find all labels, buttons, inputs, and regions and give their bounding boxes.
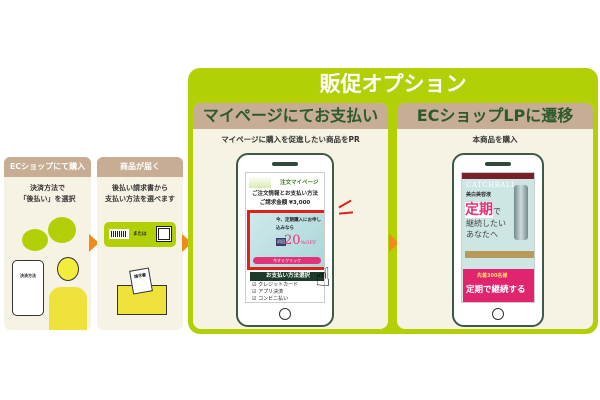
lp-cta-bar[interactable] — [465, 251, 534, 258]
or-label: または — [133, 232, 147, 237]
skirt-bubble-icon — [48, 217, 76, 243]
mypage-screen: 注文マイページ ご注文情報とお支払い方法 ご請求金額 ¥3,000 今、定期購入… — [245, 172, 325, 303]
pr-banner[interactable]: 今、定期購入にお申し込みなら 初回 20%OFF 今すぐクリック — [247, 210, 324, 270]
home-button-icon — [279, 308, 291, 320]
hand-pointer-icon: ☝ — [315, 263, 331, 293]
bag-bubble-icon — [22, 229, 48, 251]
payment-method-option[interactable]: ☑ アプリ決済 — [252, 289, 284, 295]
invoice-label: 請求書 — [133, 272, 147, 280]
qr-code-icon — [156, 226, 172, 242]
mypage-header: マイページにてお支払い — [193, 103, 388, 129]
lp-product-type: 美白美容液 — [466, 192, 492, 198]
mypage-desc: マイページに購入を促進したい商品をPR — [221, 135, 360, 144]
payment-bubble: または — [104, 222, 176, 247]
desc-line: 支払い方法を選べます — [105, 195, 175, 203]
lp-banner-top: 先着300名様 — [477, 273, 508, 279]
amount-value: ¥3,000 — [289, 200, 311, 206]
lp-headline-main: 定期 — [465, 202, 493, 218]
lp-panel: ECショップLPに遷移 本商品を購入 CATCHBALL 美白美容液 定期で 継… — [397, 103, 593, 329]
arrow-right-icon — [389, 234, 399, 252]
mypage-phone: 注文マイページ ご注文情報とお支払い方法 ご請求金額 ¥3,000 今、定期購入… — [236, 153, 334, 327]
method-label: クレジットカード — [258, 282, 299, 288]
lp-banner-main: 定期で継続する — [466, 285, 526, 295]
phone-label: 決済方法 — [20, 273, 36, 278]
home-button-icon — [492, 308, 504, 320]
invoice-illustration: 請求書 — [129, 267, 153, 295]
product-bottle-image — [514, 185, 528, 240]
lp-header: ECショップLPに遷移 — [397, 103, 593, 129]
lp-desc: 本商品を購入 — [472, 135, 518, 144]
lp-headline-line2: 継続したい — [466, 219, 506, 228]
barcode-icon — [109, 229, 129, 239]
step-delivery-desc: 後払い請求書から支払い方法を選べます — [97, 183, 183, 205]
lp-headline-suffix: で — [493, 207, 501, 216]
lp-headline-line3: あなたへ — [466, 230, 498, 239]
ad-text: 今、定期購入にお申し込みなら — [276, 218, 321, 231]
payment-method-option[interactable]: ☑ クレジットカード — [252, 282, 299, 288]
mypage-panel: マイページにてお支払い マイページに購入を促進したい商品をPR 注文マイページ … — [193, 103, 388, 329]
desc-line: 後払い請求書から — [112, 184, 168, 192]
lp-headline: 定期で — [465, 199, 501, 219]
desc-line: 「後払い」を選択 — [19, 195, 76, 203]
amount-row: ご請求金額 ¥3,000 — [246, 199, 324, 207]
step-delivery-panel: 商品が届く 後払い請求書から支払い方法を選べます または 請求書 — [97, 157, 183, 330]
step-delivery-header: 商品が届く — [97, 157, 183, 177]
desc-line: 決済方法で — [30, 184, 65, 192]
screen-title: 注文マイページ — [280, 180, 319, 186]
method-label: コンビニ払い — [258, 296, 289, 302]
ad-cta-button[interactable]: 今すぐクリック — [253, 257, 321, 264]
amount-label: ご請求金額 — [259, 200, 288, 206]
promotion-option-title: 販促オプション — [319, 72, 467, 96]
payment-method-option[interactable]: ☑ コンビニ払い — [252, 296, 289, 302]
lp-top-bar — [462, 173, 534, 179]
speaker-icon — [485, 162, 511, 166]
step-purchase-header: ECショップにて購入 — [4, 157, 91, 177]
lp-phone: CATCHBALL 美白美容液 定期で 継続したい あなたへ 先着300名様 定… — [452, 153, 544, 327]
lp-screen: CATCHBALL 美白美容液 定期で 継続したい あなたへ 先着300名様 定… — [461, 172, 535, 303]
ad-percent-value: 20 — [284, 233, 301, 248]
step-purchase-desc: 決済方法で「後払い」を選択 — [4, 183, 91, 205]
emphasis-lines-icon — [338, 211, 354, 215]
ad-percent: 20%OFF — [284, 233, 316, 248]
order-info-label: ご注文情報とお支払い方法 — [251, 191, 318, 197]
logo — [249, 176, 271, 188]
arrow-right-icon — [89, 234, 99, 252]
arrow-right-icon — [182, 234, 192, 252]
woman-illustration — [49, 257, 87, 330]
payment-method-header: お支払い方法選択 — [250, 272, 324, 281]
step-purchase-panel: ECショップにて購入 決済方法で「後払い」を選択 決済方法 — [4, 157, 91, 330]
payment-method-list: ☑ クレジットカード ☑ アプリ決済 ☑ コンビニ払い — [252, 282, 299, 302]
ad-off: %OFF — [300, 240, 317, 246]
box-illustration — [117, 285, 167, 315]
speaker-icon — [272, 162, 298, 166]
method-label: アプリ決済 — [258, 289, 284, 295]
lp-bottom-banner[interactable]: 先着300名様 定期で継続する — [463, 269, 534, 302]
lp-brand: CATCHBALL — [466, 181, 517, 189]
smartphone-illustration: 決済方法 — [12, 260, 44, 316]
ad-badge: 初回 — [276, 238, 286, 246]
emphasis-lines-icon — [338, 199, 352, 209]
